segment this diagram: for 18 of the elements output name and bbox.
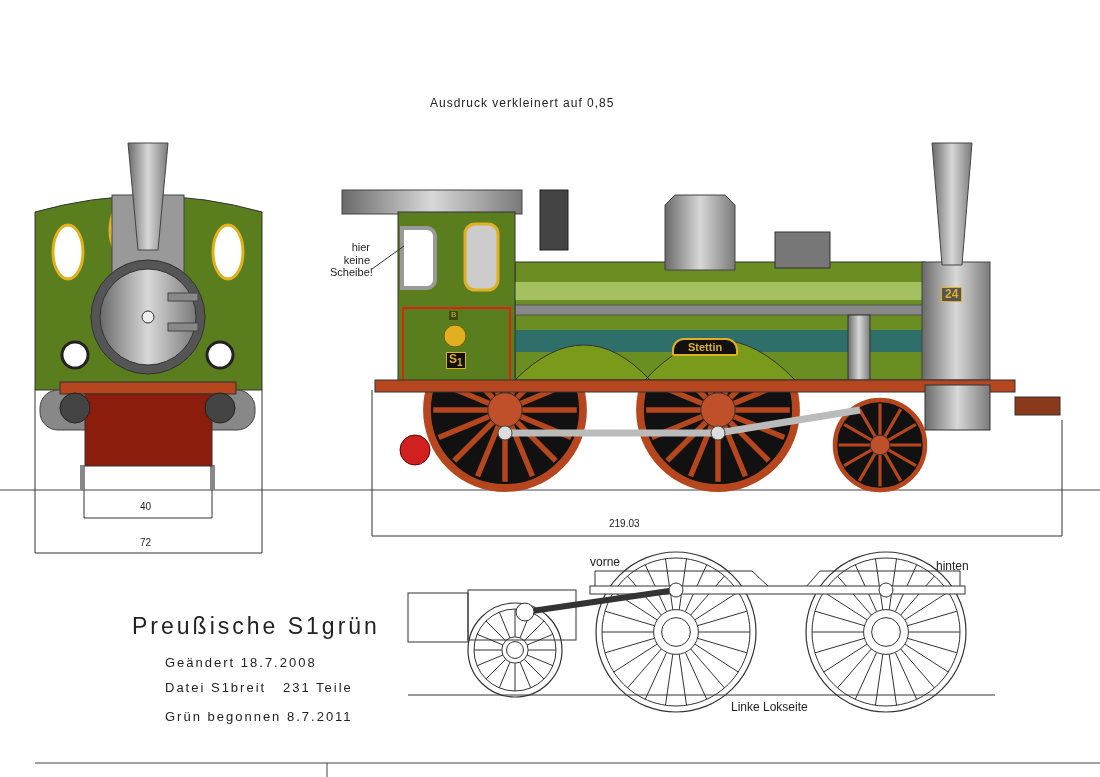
note: Grün begonnen 8.7.2011 <box>165 710 353 725</box>
part-label: vorne <box>590 556 621 570</box>
dimension-label: 72 <box>140 537 152 548</box>
leader-line <box>371 245 405 270</box>
dimension-label: 40 <box>140 501 152 512</box>
note: Datei S1breit 231 Teile <box>165 681 353 696</box>
note: Geändert 18.7.2008 <box>165 656 317 671</box>
part-label: hinten <box>936 560 969 574</box>
window-opening <box>400 226 437 290</box>
letter-plate: B <box>449 311 459 320</box>
number-plate: S$_{1}$ <box>446 352 466 370</box>
drawing-title: Preußische S1grün <box>132 614 380 640</box>
dimension-label: 219.03 <box>609 518 640 529</box>
view-label: Linke Lokseite <box>731 701 808 715</box>
note: Ausdruck verkleinert auf 0,85 <box>430 97 615 111</box>
number-plate: 24 <box>941 287 963 303</box>
annotation-text: hier keine Scheibe! <box>330 241 370 279</box>
name-plate: Stettin <box>672 338 739 357</box>
